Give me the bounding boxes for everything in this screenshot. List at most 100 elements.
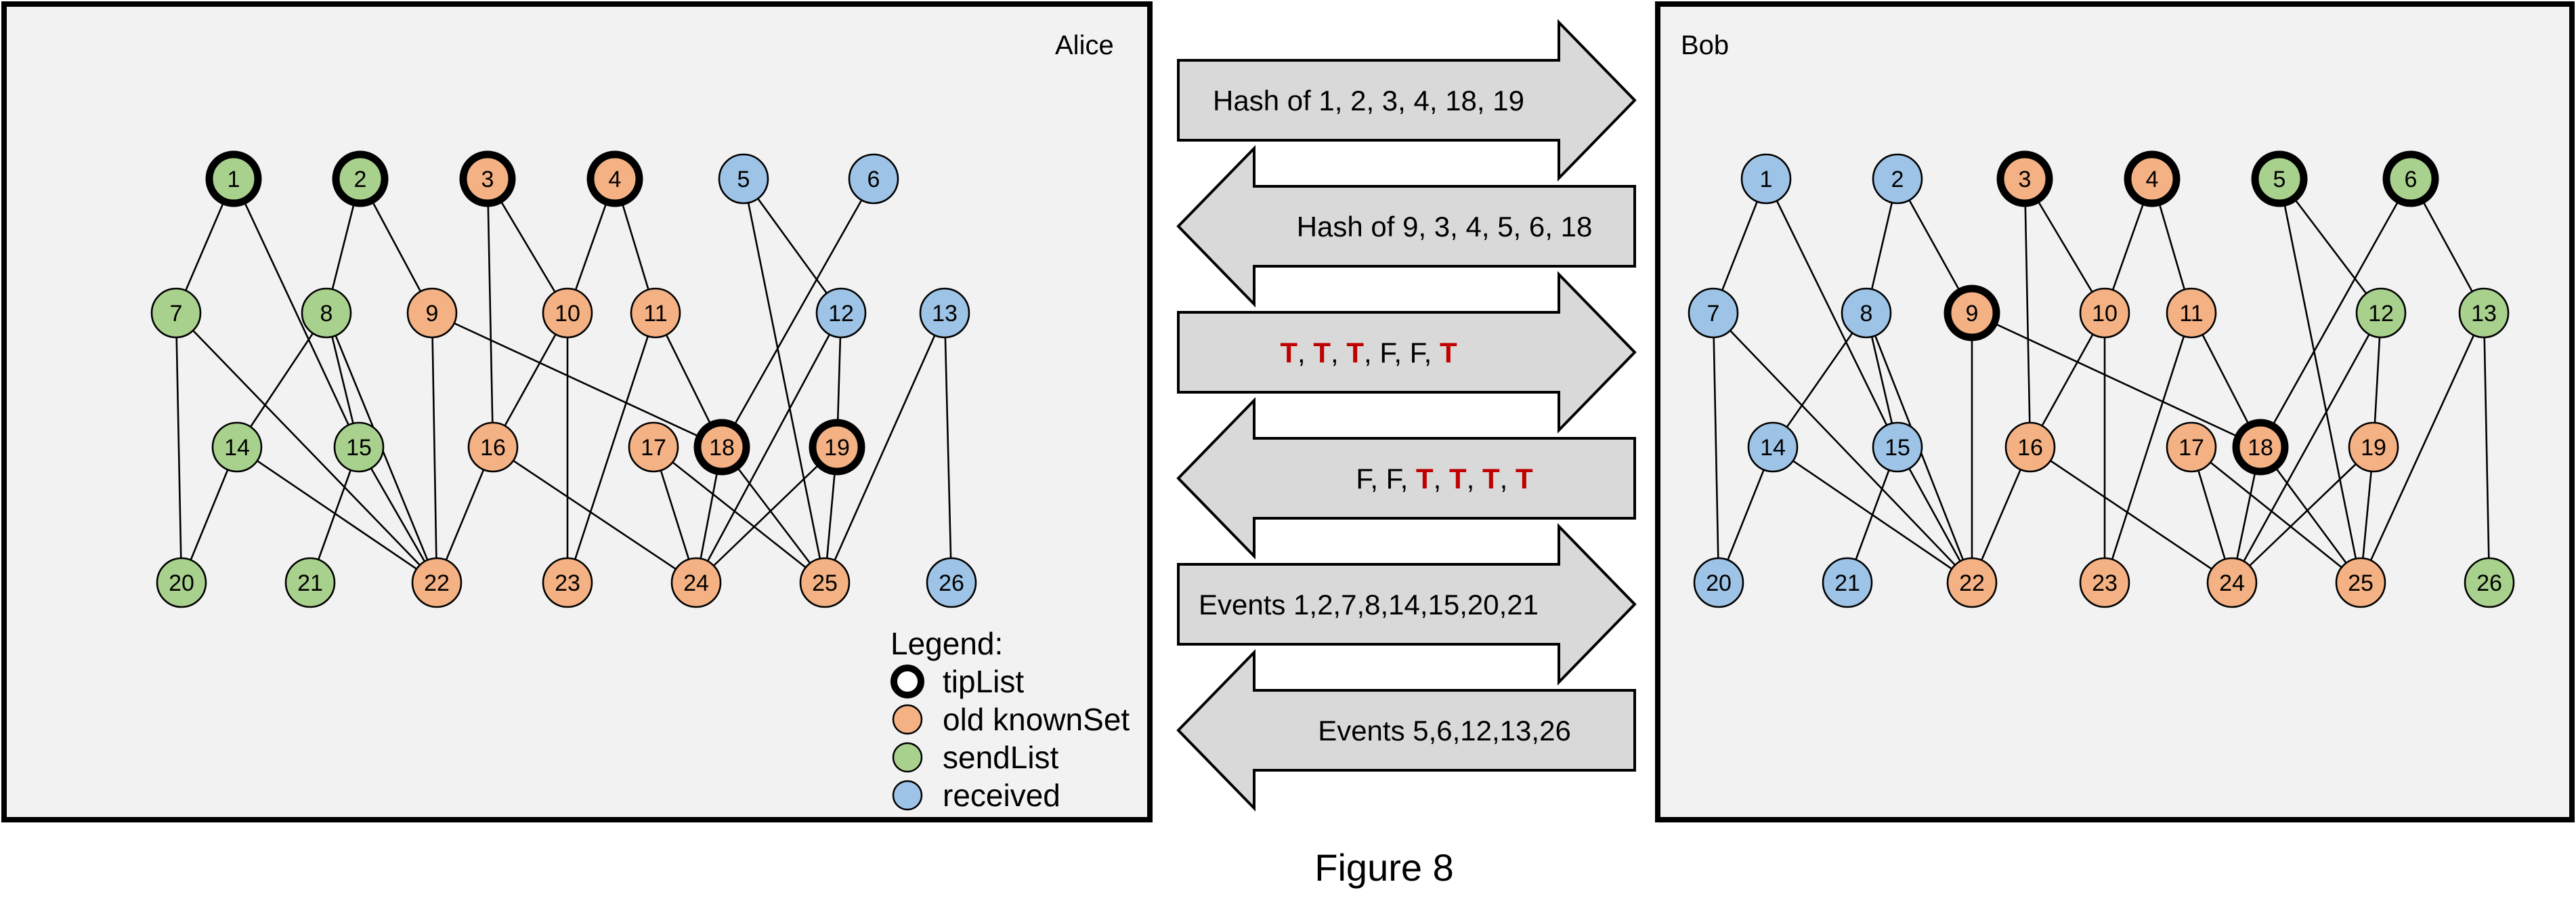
bob-node-label: 3 bbox=[2019, 167, 2032, 192]
alice-node-label: 18 bbox=[709, 435, 735, 461]
alice-node-label: 17 bbox=[641, 435, 666, 461]
bob-node-24: 24 bbox=[2206, 557, 2258, 608]
alice-node-circle bbox=[542, 557, 593, 608]
alice-edge-9-22 bbox=[431, 312, 438, 583]
bob-node-9: 9 bbox=[1944, 285, 2000, 341]
alice-node-label: 20 bbox=[169, 570, 194, 596]
bob-node-1: 1 bbox=[1740, 153, 1792, 205]
bob-node-circle bbox=[1693, 557, 1744, 608]
message-arrow-1-right: Hash of 1, 2, 3, 4, 18, 19 bbox=[1177, 19, 1637, 182]
bob-edge-15-22 bbox=[1896, 446, 1973, 583]
message-arrow-3-right: T, T, T, F, F, T bbox=[1177, 271, 1637, 434]
alice-node-label: 25 bbox=[812, 570, 838, 596]
bob-node-label: 7 bbox=[1707, 301, 1720, 327]
bob-node-26: 26 bbox=[2464, 557, 2515, 608]
legend-item-label: old knownSet bbox=[943, 702, 1130, 737]
bob-node-label: 15 bbox=[1885, 435, 1910, 461]
bob-node-5: 5 bbox=[2251, 150, 2308, 207]
bob-node-circle bbox=[2166, 421, 2217, 473]
alice-node-label: 6 bbox=[867, 167, 880, 192]
bob-node-circle bbox=[1740, 153, 1792, 205]
alice-node-label: 22 bbox=[424, 570, 450, 596]
alice-node-25: 25 bbox=[799, 557, 851, 608]
alice-tip-node-circle bbox=[332, 150, 389, 207]
arrow-shape bbox=[1177, 523, 1637, 686]
alice-edge-13-26 bbox=[943, 312, 953, 583]
bob-tip-node-circle bbox=[1996, 150, 2053, 207]
bob-node-circle bbox=[2348, 421, 2399, 473]
alice-edge-15-22 bbox=[358, 446, 438, 583]
alice-node-circle bbox=[718, 153, 769, 205]
alice-node-label: 24 bbox=[683, 570, 709, 596]
alice-edge-5-25 bbox=[742, 178, 826, 583]
bob-node-label: 8 bbox=[1860, 301, 1873, 327]
bob-node-circle bbox=[2458, 287, 2510, 339]
bob-node-circle bbox=[2355, 287, 2407, 339]
bob-node-circle bbox=[1688, 287, 1739, 339]
arrow-shape bbox=[1177, 271, 1637, 434]
alice-node-20: 20 bbox=[156, 557, 207, 608]
alice-node-circle bbox=[799, 557, 851, 608]
arrow-shape bbox=[1176, 649, 1636, 812]
legend-item-label: received bbox=[943, 778, 1060, 813]
bob-node-label: 6 bbox=[2405, 167, 2418, 192]
alice-node-label: 13 bbox=[932, 301, 958, 327]
bob-tip-node-circle bbox=[2251, 150, 2308, 207]
bob-node-label: 13 bbox=[2471, 301, 2497, 327]
alice-node-2: 2 bbox=[332, 150, 389, 207]
arrow-label-part: , bbox=[1297, 337, 1313, 369]
alice-tip-node-circle bbox=[205, 150, 262, 207]
bob-edge-19-24 bbox=[2231, 446, 2374, 583]
alice-node-11: 11 bbox=[630, 287, 681, 339]
bob-edge-6-18 bbox=[2259, 178, 2412, 448]
bob-node-circle bbox=[2166, 287, 2217, 339]
arrow-label: Hash of 9, 3, 4, 5, 6, 18 bbox=[1297, 211, 1593, 243]
alice-node-circle bbox=[542, 287, 593, 339]
bob-node-label: 1 bbox=[1760, 167, 1773, 192]
bob-edge-13-26 bbox=[2483, 312, 2491, 583]
alice-edge-14-22 bbox=[236, 446, 437, 584]
alice-node-1: 1 bbox=[205, 150, 262, 207]
bob-node-18: 18 bbox=[2232, 419, 2289, 476]
bob-node-circle bbox=[2079, 557, 2130, 608]
alice-node-label: 12 bbox=[828, 301, 854, 327]
bob-node-label: 10 bbox=[2092, 301, 2118, 327]
alice-node-24: 24 bbox=[670, 557, 722, 608]
bob-edge-16-24 bbox=[2030, 446, 2233, 584]
bob-node-label: 9 bbox=[1966, 301, 1979, 327]
bob-edge-7-20 bbox=[1712, 312, 1720, 583]
alice-node-21: 21 bbox=[284, 557, 336, 608]
legend-tip-swatch bbox=[890, 665, 924, 698]
arrow-label: Hash of 1, 2, 3, 4, 18, 19 bbox=[1213, 85, 1524, 117]
bob-node-label: 20 bbox=[1706, 570, 1732, 596]
bob-node-label: 2 bbox=[1891, 167, 1904, 192]
alice-node-label: 5 bbox=[737, 167, 750, 192]
bob-tip-node-circle bbox=[2232, 419, 2289, 476]
bob-node-circle bbox=[1841, 287, 1892, 339]
legend-item-label: tipList bbox=[943, 664, 1024, 699]
bob-tip-node-circle bbox=[2382, 150, 2439, 207]
alice-node-label: 9 bbox=[426, 301, 439, 327]
bob-node-label: 19 bbox=[2361, 435, 2386, 461]
alice-node-26: 26 bbox=[926, 557, 977, 608]
arrow-shape bbox=[1176, 145, 1636, 308]
bob-node-20: 20 bbox=[1693, 557, 1744, 608]
bob-node-circle bbox=[1822, 557, 1873, 608]
bob-node-circle bbox=[2335, 557, 2386, 608]
alice-node-label: 8 bbox=[320, 301, 333, 327]
message-arrow-4-left: F, F, T, T, T, T bbox=[1176, 397, 1636, 560]
bob-node-2: 2 bbox=[1872, 153, 1923, 205]
alice-node-circle bbox=[926, 557, 977, 608]
alice-edge-18-25 bbox=[721, 446, 826, 583]
alice-edge-17-25 bbox=[653, 446, 825, 584]
bob-panel-frame bbox=[1655, 1, 2575, 822]
bob-node-17: 17 bbox=[2166, 421, 2217, 473]
bob-node-16: 16 bbox=[2004, 421, 2056, 473]
bob-node-label: 22 bbox=[1959, 570, 1985, 596]
bob-edge-7-22 bbox=[1713, 312, 1973, 583]
arrow-label: F, F, T, T, T, T bbox=[1356, 463, 1533, 495]
bob-edge-13-25 bbox=[2359, 312, 2485, 583]
arrow-shape bbox=[1177, 19, 1637, 182]
